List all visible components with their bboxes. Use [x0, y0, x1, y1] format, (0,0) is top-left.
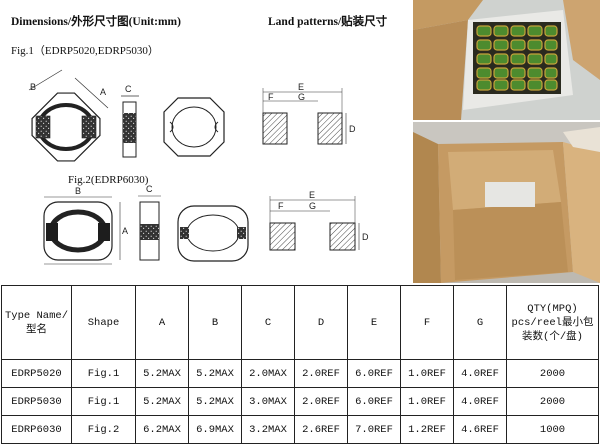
- header-type: Type Name/ 型名: [1, 284, 72, 361]
- fig2-dim-a: A: [122, 226, 128, 236]
- cell-b: 6.9MAX: [188, 415, 242, 444]
- cell-d: 2.6REF: [294, 415, 348, 444]
- dimensions-title: Dimensions/外形尺寸图(Unit:mm): [11, 16, 181, 28]
- table-row: EDRP5030 Fig.1 5.2MAX 5.2MAX 3.0MAX 2.0R…: [1, 387, 599, 417]
- cell-c: 2.0MAX: [241, 359, 295, 389]
- cell-a: 6.2MAX: [135, 415, 189, 444]
- header-b: B: [188, 284, 242, 361]
- fig1-dim-a: A: [100, 87, 106, 97]
- cell-qty: 2000: [506, 359, 599, 389]
- fig2-dim-g: G: [309, 201, 316, 211]
- packaging-photo-bottom: [413, 122, 600, 283]
- header-qty: QTY(MPQ) pcs/reel最小包 装数(个/盘): [506, 284, 599, 361]
- header-c: C: [241, 284, 295, 361]
- fig1-dim-f: F: [268, 92, 274, 102]
- fig2-dim-c: C: [146, 184, 153, 194]
- cell-qty: 2000: [506, 387, 599, 417]
- cell-g: 4.0REF: [453, 359, 507, 389]
- fig1-dim-c: C: [125, 84, 132, 94]
- header-g: G: [453, 284, 507, 361]
- inductor-box-photo: [413, 0, 600, 120]
- inductor-reel-grid: [476, 25, 558, 91]
- cell-b: 5.2MAX: [188, 387, 242, 417]
- cell-shape: Fig.1: [71, 387, 136, 417]
- cell-c: 3.2MAX: [241, 415, 295, 444]
- fig1-dim-d: D: [349, 124, 356, 134]
- cell-qty: 1000: [506, 415, 599, 444]
- packaging-photo-top: [413, 0, 600, 120]
- carton-photo: [413, 122, 600, 283]
- fig1-dim-g: G: [298, 92, 305, 102]
- fig2-label: Fig.2(EDRP6030): [68, 174, 149, 186]
- fig2-dim-b: B: [75, 186, 81, 196]
- cell-type: EDRP5020: [1, 359, 72, 389]
- fig2-dim-d: D: [362, 232, 369, 242]
- cell-e: 6.0REF: [347, 387, 401, 417]
- cell-b: 5.2MAX: [188, 359, 242, 389]
- cell-g: 4.6REF: [453, 415, 507, 444]
- cell-c: 3.0MAX: [241, 387, 295, 417]
- header-f: F: [400, 284, 454, 361]
- cell-e: 7.0REF: [347, 415, 401, 444]
- fig2-dim-e: E: [309, 190, 315, 200]
- fig2-dim-f: F: [278, 201, 284, 211]
- cell-shape: Fig.2: [71, 415, 136, 444]
- cell-type: EDRP6030: [1, 415, 72, 444]
- cell-a: 5.2MAX: [135, 387, 189, 417]
- cell-f: 1.0REF: [400, 387, 454, 417]
- dimension-drawing-svg: B A C E F G D B: [28, 69, 369, 265]
- header-e: E: [347, 284, 401, 361]
- fig1-label: Fig.1（EDRP5020,EDRP5030）: [11, 45, 159, 57]
- fig1-dim-b: B: [30, 82, 36, 92]
- header-shape: Shape: [71, 284, 136, 361]
- land-patterns-title: Land patterns/贴装尺寸: [268, 16, 388, 28]
- cell-g: 4.0REF: [453, 387, 507, 417]
- cell-f: 1.0REF: [400, 359, 454, 389]
- cell-d: 2.0REF: [294, 387, 348, 417]
- cell-type: EDRP5030: [1, 387, 72, 417]
- header-d: D: [294, 284, 348, 361]
- cell-f: 1.2REF: [400, 415, 454, 444]
- fig1-dim-e: E: [298, 82, 304, 92]
- table-row: EDRP5020 Fig.1 5.2MAX 5.2MAX 2.0MAX 2.0R…: [1, 359, 599, 389]
- spec-table: Type Name/ 型名 Shape A B C D E F G QTY(MP…: [1, 284, 599, 444]
- cell-e: 6.0REF: [347, 359, 401, 389]
- header-a: A: [135, 284, 189, 361]
- table-row: EDRP6030 Fig.2 6.2MAX 6.9MAX 3.2MAX 2.6R…: [1, 415, 599, 444]
- cell-shape: Fig.1: [71, 359, 136, 389]
- table-header-row: Type Name/ 型名 Shape A B C D E F G QTY(MP…: [1, 284, 599, 361]
- cell-a: 5.2MAX: [135, 359, 189, 389]
- dimension-drawing: Dimensions/外形尺寸图(Unit:mm) Land patterns/…: [0, 0, 412, 283]
- cell-d: 2.0REF: [294, 359, 348, 389]
